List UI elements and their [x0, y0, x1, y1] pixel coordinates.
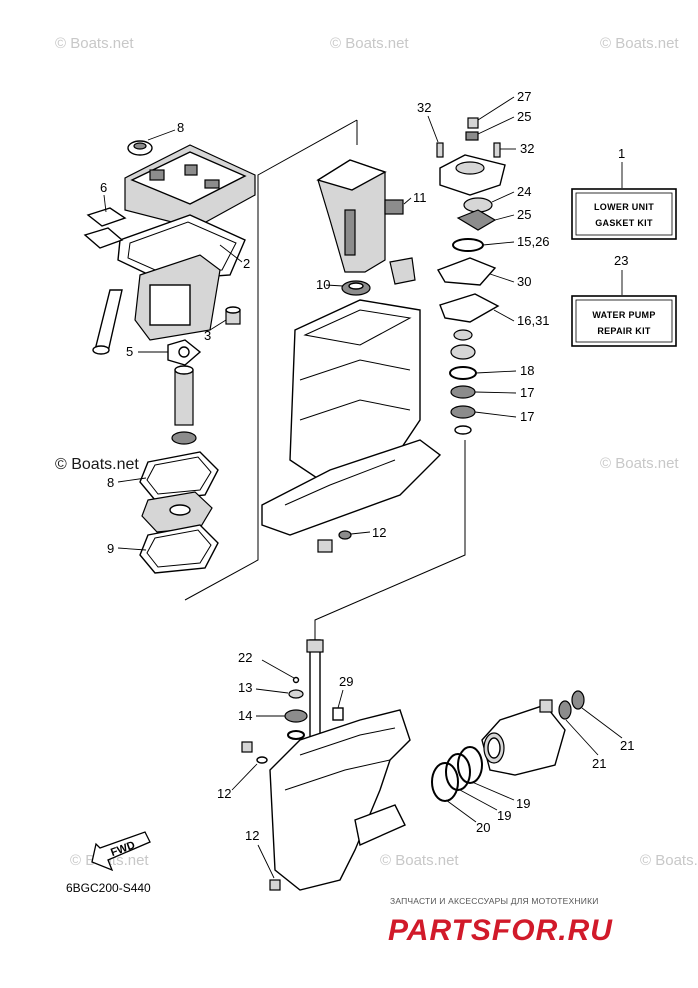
gasket-8-upper — [139, 451, 219, 501]
callout-5: 8 — [177, 120, 184, 135]
gasket-6 — [167, 339, 202, 366]
bolt-12-upper — [241, 741, 268, 764]
seal-lower — [171, 431, 197, 445]
damper-11 — [317, 530, 352, 553]
callout-11: 12 — [372, 525, 386, 540]
callout-21: 21 — [592, 756, 606, 771]
callout-3: 3 — [204, 328, 211, 343]
footer-logo: PARTSFOR.RU — [388, 914, 613, 947]
callouts: 8 6 2 3 5 8 9 10 11 12 32 27 25 32 24 25 — [100, 89, 634, 879]
diagram-code: 6BGC200-S440 — [66, 881, 151, 895]
bracket-plate — [389, 257, 416, 285]
callout-1: 1 — [618, 146, 625, 161]
callout-25: 25 — [517, 207, 531, 222]
callout-15-26: 15,26 — [517, 234, 550, 249]
bolt-12-lower — [269, 879, 281, 891]
callout-17: 17 — [520, 409, 534, 424]
water-tube — [92, 289, 123, 355]
callout-32: 32 — [520, 141, 534, 156]
callout-12: 12 — [217, 786, 231, 801]
callout-17: 17 — [520, 385, 534, 400]
callout-19: 19 — [516, 796, 530, 811]
lower-plate-assembly — [134, 254, 221, 341]
callout-4: 6 — [100, 180, 107, 195]
callout-22: 22 — [238, 650, 252, 665]
callout-19: 19 — [497, 808, 511, 823]
callout-24: 24 — [517, 184, 531, 199]
kit-title-line2: REPAIR KIT — [597, 326, 651, 336]
callout-27: 25 — [517, 109, 531, 124]
kit-title-line1: WATER PUMP — [592, 310, 655, 320]
watermark: © Boats.net — [380, 852, 459, 869]
kit-water-pump-repair: 23 WATER PUMP REPAIR KIT — [571, 253, 677, 347]
callout-28: 27 — [517, 89, 531, 104]
callout-29: 29 — [339, 674, 353, 689]
callout-13: 13 — [238, 680, 252, 695]
gasket-2 — [117, 214, 246, 281]
exhaust-tube — [316, 159, 387, 273]
callout-10: 11 — [413, 190, 427, 205]
gasket-8-lower — [139, 524, 219, 574]
kit-title-line1: LOWER UNIT — [594, 202, 654, 212]
upper-casing — [289, 299, 421, 481]
callout-32: 32 — [417, 100, 431, 115]
plug-10 — [384, 199, 404, 215]
watermark: © Boats.net — [55, 35, 134, 52]
watermark: © Boats.net — [600, 35, 679, 52]
grommet-3 — [225, 306, 241, 325]
callout-23: 23 — [614, 253, 628, 268]
assembly-bracket — [184, 119, 466, 640]
watermark: © Boats.net — [600, 455, 679, 472]
callout-20: 20 — [476, 820, 490, 835]
callout-12: 12 — [245, 828, 259, 843]
footer-tagline: ЗАПЧАСТИ И АКСЕССУАРЫ ДЛЯ МОТОТЕХНИКИ — [390, 896, 599, 906]
watermark: © Boats.net — [640, 852, 698, 869]
anti-ventilation-plate — [261, 439, 442, 536]
callout-16-31: 16,31 — [517, 313, 550, 328]
callout-30: 30 — [517, 274, 531, 289]
callout-21: 21 — [620, 738, 634, 753]
footer-brand: ЗАПЧАСТИ И АКСЕССУАРЫ ДЛЯ МОТОТЕХНИКИ PA… — [388, 896, 613, 947]
callout-18: 18 — [520, 363, 534, 378]
callout-6: 5 — [126, 344, 133, 359]
seal-9 — [341, 280, 371, 296]
lower-casing — [269, 709, 411, 891]
water-pipe-column — [174, 365, 194, 426]
upper-housing-cover — [124, 140, 256, 229]
callout-8: 8 — [107, 475, 114, 490]
watermark-layer: © Boats.net © Boats.net © Boats.net © Bo… — [55, 35, 698, 869]
kit-title-line2: GASKET KIT — [595, 218, 653, 228]
callout-14: 14 — [238, 708, 252, 723]
kit-lower-unit-gasket: 1 LOWER UNIT GASKET KIT — [571, 146, 677, 240]
small-parts-13-14-22 — [284, 676, 344, 740]
watermark-bold: © Boats.net — [55, 456, 139, 473]
callout-8: 9 — [107, 541, 114, 556]
water-pump-stack — [436, 117, 506, 435]
plate-4 — [83, 207, 127, 249]
watermark: © Boats.net — [330, 35, 409, 52]
callout-2: 2 — [243, 256, 250, 271]
o-rings-19-20 — [431, 746, 483, 802]
propeller-shaft-housing — [481, 690, 585, 776]
watermark: © Boats.net — [70, 852, 149, 869]
callout-9: 10 — [316, 277, 330, 292]
